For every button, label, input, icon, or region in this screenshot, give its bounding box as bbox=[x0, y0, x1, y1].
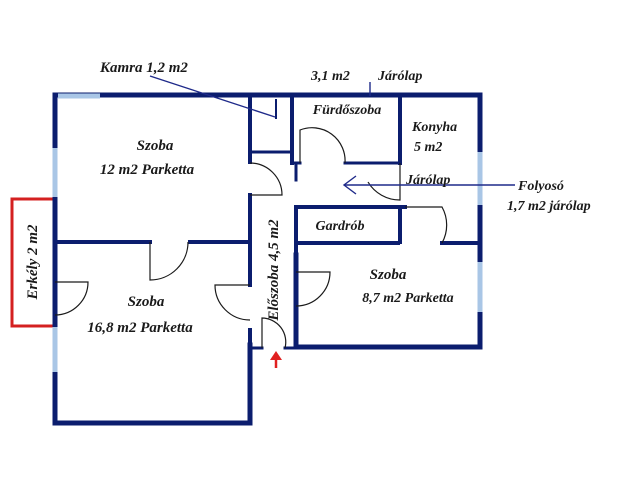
label-furdo: Fürdőszoba bbox=[312, 103, 381, 118]
label-szoba3-name: Szoba bbox=[370, 267, 407, 283]
interior-walls bbox=[53, 93, 482, 350]
balcony-outline bbox=[10, 197, 55, 328]
balcony bbox=[10, 197, 55, 328]
door-szoba3-hall bbox=[295, 271, 331, 307]
leader-kamra bbox=[149, 75, 276, 118]
label-szoba2-name: Szoba bbox=[128, 294, 165, 310]
label-erkely: Erkély 2 m2 bbox=[25, 224, 41, 300]
door-furdo bbox=[299, 127, 346, 164]
label-furdo-floor: Járólap bbox=[377, 69, 422, 84]
entrance-arrow-icon bbox=[270, 351, 282, 368]
label-konyha-area: 5 m2 bbox=[414, 140, 442, 155]
door-entrance bbox=[261, 317, 287, 349]
door-szoba1-szoba2 bbox=[149, 241, 189, 281]
leader-folyoso-arrow bbox=[342, 175, 357, 195]
label-eloszoba: Előszoba 4,5 m2 bbox=[266, 219, 282, 322]
label-szoba2-area: 16,8 m2 Parketta bbox=[87, 320, 193, 336]
label-furdo-area: 3,1 m2 bbox=[310, 69, 350, 84]
label-folyoso-area: 1,7 m2 járólap bbox=[507, 199, 591, 214]
windows bbox=[52, 93, 483, 372]
label-folyoso-name: Folyosó bbox=[517, 179, 564, 194]
door-szoba1-hall bbox=[249, 162, 283, 196]
door-szoba3 bbox=[405, 206, 448, 244]
leader-lines bbox=[149, 75, 515, 195]
label-kamra: Kamra 1,2 m2 bbox=[99, 60, 188, 76]
door-szoba2-hall bbox=[214, 284, 251, 321]
label-szoba1-area: 12 m2 Parketta bbox=[100, 162, 195, 178]
label-szoba3-area: 8,7 m2 Parketta bbox=[362, 291, 453, 306]
label-szoba1-name: Szoba bbox=[137, 138, 174, 154]
label-gardrob: Gardrób bbox=[315, 219, 364, 234]
door-balcony bbox=[54, 281, 89, 316]
label-konyha-floor: Járólap bbox=[405, 173, 450, 188]
door-konyha bbox=[367, 163, 401, 201]
label-konyha-name: Konyha bbox=[411, 120, 457, 135]
